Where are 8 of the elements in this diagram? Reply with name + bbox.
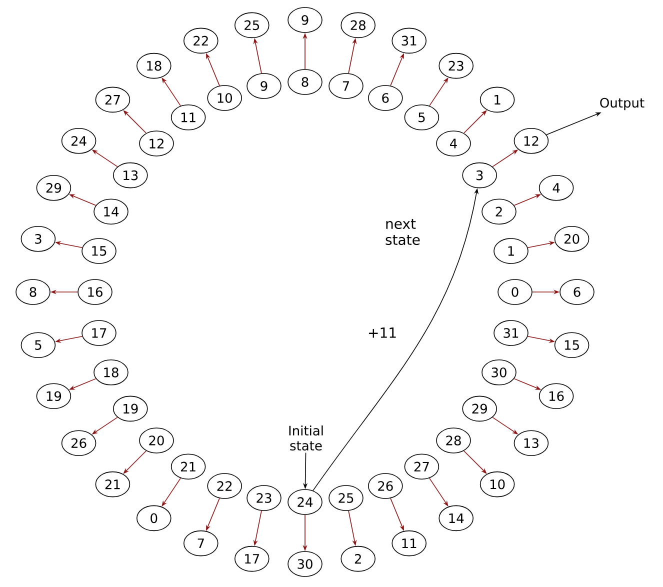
arrow [463,110,487,134]
annotation-text: next state [386,218,420,246]
arrow [123,450,147,474]
edge-label: +11 [366,326,398,339]
arrow [123,110,147,134]
arrow [463,450,487,474]
output-label: Output [600,98,644,110]
initial-state-label: Initial state [289,425,323,451]
